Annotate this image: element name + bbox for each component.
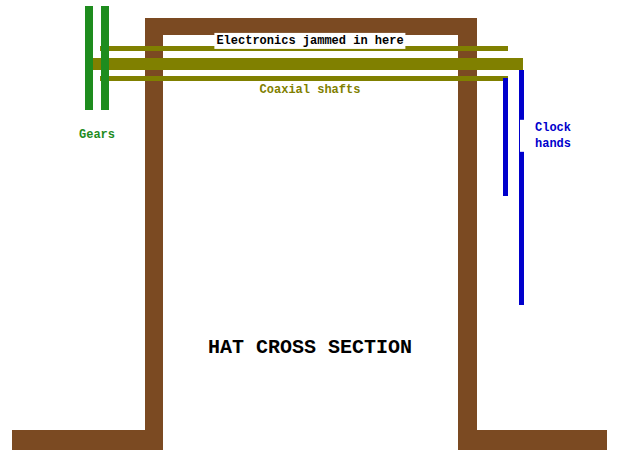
hat-wall-left (145, 18, 163, 450)
outer-shaft-bottom (100, 76, 508, 81)
gear-inner (101, 6, 109, 110)
hat-brim-right (458, 430, 607, 450)
shaft-label: Coaxial shafts (258, 82, 363, 98)
inner-shaft (85, 58, 523, 70)
diagram-title: HAT CROSS SECTION (206, 334, 414, 361)
hat-brim-left (12, 430, 163, 450)
hat-wall-right (458, 18, 477, 450)
minute-hand (519, 70, 524, 305)
hour-hand (503, 78, 508, 196)
gear-outer (85, 6, 93, 110)
electronics-note: Electronics jammed in here (214, 33, 405, 49)
clock-hands-label: Clock hands (520, 120, 586, 152)
gears-label: Gears (77, 127, 117, 143)
